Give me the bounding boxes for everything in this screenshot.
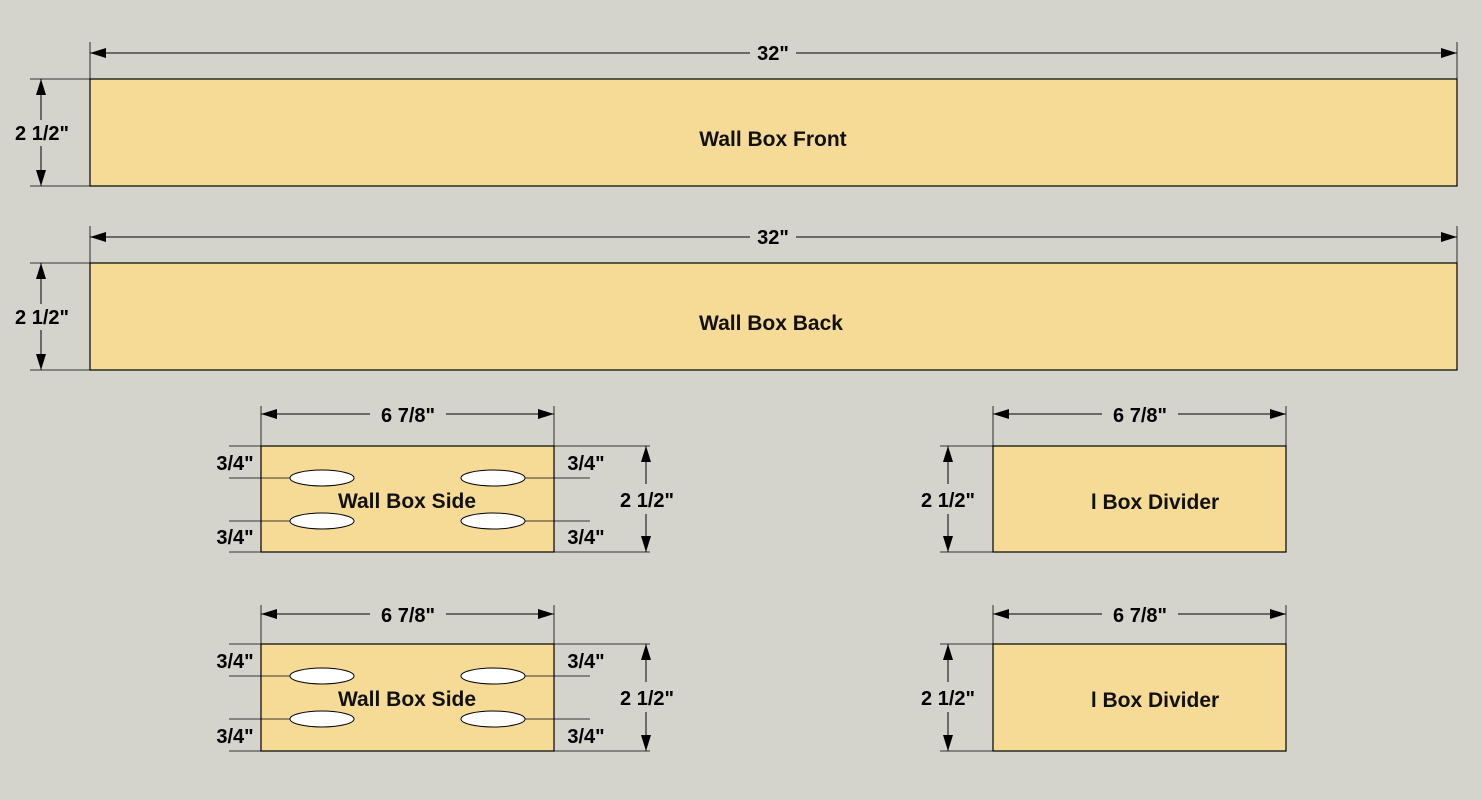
pocket-hole (460, 469, 526, 487)
width-text-side-2: 2 1/2" (620, 688, 674, 710)
part-wall-box-back: Wall Box Back 32" 2 1/2" (15, 226, 1458, 371)
width-dimension-divider-1: 2 1/2" (921, 445, 993, 553)
length-dimension-divider-2: 6 7/8" (992, 603, 1287, 644)
pocket-offset-text: 3/4" (567, 726, 604, 748)
pocket-offset-text: 3/4" (216, 651, 253, 673)
part-wall-box-side-2: Wall Box Side 3/4" 3/4" 3/4" 3/4" 6 7/8"… (216, 603, 674, 752)
arrowhead-left (993, 409, 1009, 419)
pocket-hole (460, 667, 526, 685)
arrowhead-left (993, 609, 1009, 619)
pocket-hole (460, 512, 526, 530)
pocket-hole (289, 667, 355, 685)
arrowhead-down (36, 354, 46, 370)
arrowhead-right (1270, 609, 1286, 619)
pocket-offset-text: 3/4" (216, 527, 253, 549)
length-dimension-side-1: 6 7/8" (260, 403, 555, 446)
arrowhead-down (943, 536, 953, 552)
width-dimension-side-1: 2 1/2" (590, 445, 674, 553)
arrowhead-up (943, 644, 953, 660)
arrowhead-left (261, 409, 277, 419)
width-dimension-side-2: 2 1/2" (590, 643, 674, 752)
part-label-divider-1: l Box Divider (1091, 491, 1219, 514)
pocket-offset-text: 3/4" (567, 453, 604, 475)
arrowhead-up (36, 263, 46, 279)
arrowhead-down (641, 536, 651, 552)
board-divider-1 (992, 445, 1287, 553)
arrowhead-down (641, 735, 651, 751)
arrowhead-right (538, 409, 554, 419)
part-wall-box-front: Wall Box Front 32" 2 1/2" (15, 42, 1458, 187)
pocket-hole (460, 710, 526, 728)
arrowhead-right (1270, 409, 1286, 419)
board-side-2 (260, 643, 555, 752)
part-label-side-1: Wall Box Side (338, 490, 476, 513)
length-dimension-side-2: 6 7/8" (260, 603, 555, 644)
length-text-divider-2: 6 7/8" (1113, 605, 1167, 627)
width-dimension-front: 2 1/2" (15, 78, 90, 187)
board-side-1 (260, 445, 555, 553)
arrowhead-right (538, 609, 554, 619)
board-divider-2 (992, 643, 1287, 752)
part-wall-box-divider-2: l Box Divider 6 7/8" 2 1/2" (921, 603, 1287, 752)
pocket-offset-text: 3/4" (216, 453, 253, 475)
arrowhead-left (90, 232, 106, 242)
width-dimension-divider-2: 2 1/2" (921, 643, 993, 752)
width-text-front: 2 1/2" (15, 123, 69, 145)
length-text-divider-1: 6 7/8" (1113, 405, 1167, 427)
arrowhead-left (261, 609, 277, 619)
board-back (89, 262, 1458, 371)
pocket-offset-text: 3/4" (567, 527, 604, 549)
part-label-back: Wall Box Back (699, 312, 843, 335)
arrowhead-right (1441, 48, 1457, 58)
arrowhead-up (641, 644, 651, 660)
pocket-offset-text: 3/4" (567, 651, 604, 673)
length-dimension-divider-1: 6 7/8" (992, 403, 1287, 446)
part-wall-box-side-1: Wall Box Side 3/4" 3/4" 3/4" 3/4" 6 7/8"… (216, 403, 674, 553)
part-label-side-2: Wall Box Side (338, 688, 476, 711)
width-text-back: 2 1/2" (15, 307, 69, 329)
arrowhead-up (36, 79, 46, 95)
length-dimension-back: 32" (89, 226, 1458, 263)
arrowhead-up (943, 446, 953, 462)
width-dimension-back: 2 1/2" (15, 262, 90, 371)
part-wall-box-divider-1: l Box Divider 6 7/8" 2 1/2" (921, 403, 1287, 553)
pocket-hole (289, 512, 355, 530)
part-label-front: Wall Box Front (699, 128, 846, 151)
length-text-back: 32" (757, 227, 789, 249)
part-label-divider-2: l Box Divider (1091, 689, 1219, 712)
width-text-divider-2: 2 1/2" (921, 688, 975, 710)
arrowhead-right (1441, 232, 1457, 242)
length-dimension-front: 32" (89, 42, 1458, 79)
width-text-divider-1: 2 1/2" (921, 490, 975, 512)
pocket-hole (289, 469, 355, 487)
arrowhead-up (641, 446, 651, 462)
pocket-offset-text: 3/4" (216, 726, 253, 748)
board-front (89, 78, 1458, 187)
length-text-front: 32" (757, 43, 789, 65)
width-text-side-1: 2 1/2" (620, 490, 674, 512)
arrowhead-left (90, 48, 106, 58)
length-text-side-2: 6 7/8" (381, 605, 435, 627)
length-text-side-1: 6 7/8" (381, 405, 435, 427)
arrowhead-down (36, 170, 46, 186)
pocket-hole (289, 710, 355, 728)
arrowhead-down (943, 735, 953, 751)
